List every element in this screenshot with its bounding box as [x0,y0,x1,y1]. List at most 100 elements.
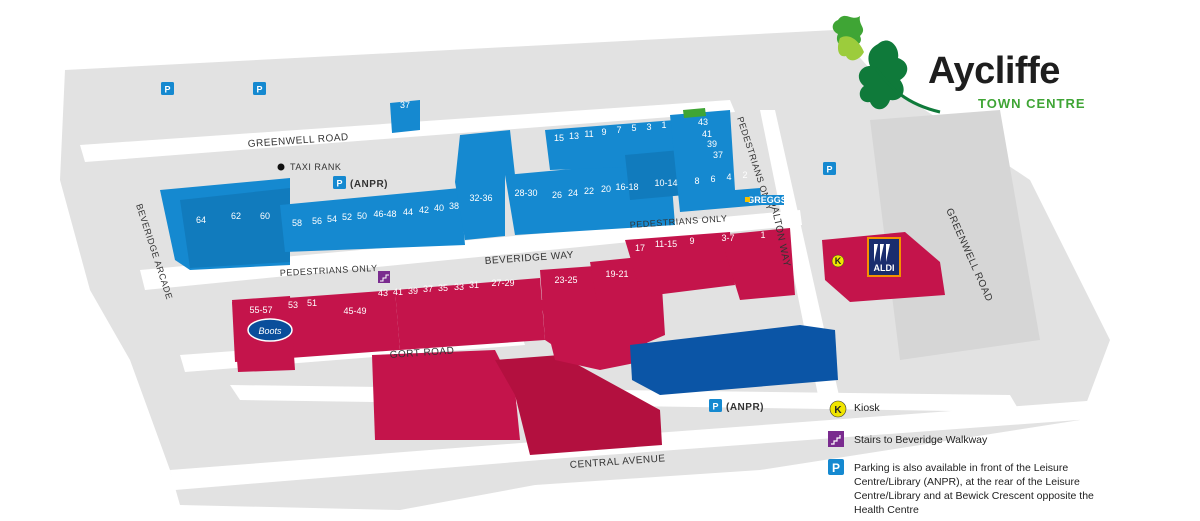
unit-label: 43 [378,288,388,298]
unit-label: 41 [702,129,712,139]
unit-label: 23-25 [554,275,577,285]
unit-label: 9 [689,236,694,246]
unit-label: 11 [584,129,593,139]
stairs-icon [378,271,390,283]
taxi-rank-icon [277,163,285,171]
unit-label: 53 [288,300,298,310]
blue-unit-labels: 37 64 62 60 58 56 54 52 50 46-48 44 42 4… [196,100,748,228]
green-roof-unit [683,108,706,118]
unit-label: 9 [601,127,606,137]
unit-label: 5 [631,123,636,133]
unit-label: 41 [393,287,403,297]
parking-sign-anpr-bottom: P (ANPR) [709,399,764,413]
greggs-label: GREGGS [747,195,787,205]
blue-units-block [160,100,762,270]
greggs-icon [745,197,750,202]
parking-sign-anpr-top: P (ANPR) [333,176,388,190]
unit-label: 20 [601,184,611,194]
svg-text:(ANPR): (ANPR) [726,402,764,413]
unit-label: 39 [408,286,418,296]
logo-subtitle: TOWN CENTRE [978,96,1086,111]
unit-label: 60 [260,211,270,221]
unit-label: 50 [357,211,367,221]
unit-label: 46-48 [373,209,396,219]
red-units-block [232,228,795,455]
gort-road-label: GORT ROAD [389,346,454,361]
unit-label: 37 [713,150,723,160]
red-unit-labels: 55-57 53 51 45-49 43 41 39 37 35 33 31 2… [249,230,765,316]
unit-label: 19-21 [605,269,628,279]
unit-label: 44 [403,207,413,217]
unit-label: 55-57 [249,305,272,315]
unit-label: 13 [569,131,579,141]
svg-text:(ANPR): (ANPR) [350,179,388,190]
kiosk-icon [831,254,845,268]
boots-logo-icon [247,318,293,342]
aldi-car-park [870,110,1040,360]
unit-label: 2 [742,170,747,180]
beveridge-way-strip [140,210,802,290]
unit-label: 62 [231,211,241,221]
unit-label: 24 [568,188,578,198]
unit-label: 27-29 [491,278,514,288]
unit-label: 1 [760,230,765,240]
unit-label: 3-7 [721,233,734,243]
legend-stairs-text: Stairs to Beveridge Walkway [854,434,988,446]
unit-label: 52 [342,212,352,222]
unit-label: 54 [327,214,337,224]
unit-label: 1 [661,120,666,130]
oak-leaf-icon [832,15,941,114]
parking-sign: P [823,162,836,175]
unit-label: 22 [584,186,594,196]
unit-label: 45-49 [343,306,366,316]
aldi-label: ALDI [874,263,895,273]
unit-label: 17 [635,243,645,253]
unit-label: 64 [196,215,206,225]
svg-text:K: K [834,405,842,416]
unit-label: 32-36 [469,193,492,203]
unit-label: 16-18 [615,182,638,192]
svg-text:P: P [832,461,840,475]
legend-kiosk-text: Kiosk [854,402,880,414]
unit-label: 39 [707,139,717,149]
svg-text:P: P [256,85,262,95]
unit-label: 56 [312,216,322,226]
parking-legend-icon: P [828,459,844,475]
unit-label: 33 [454,282,464,292]
leisure-centre-building [630,325,838,395]
unit-label: 43 [698,117,708,127]
aycliffe-logo: Aycliffe TOWN CENTRE [820,8,1140,128]
legend-parking-text: Parking is also available in front of th… [854,462,1094,516]
unit-label: 37 [423,284,433,294]
unit-label: 11-15 [655,239,677,249]
parking-sign: P [161,82,174,95]
boots-label: Boots [258,326,282,336]
svg-text:P: P [712,402,718,412]
taxi-rank-label: TAXI RANK [290,162,341,172]
unit-label: 37 [400,100,410,110]
unit-label: 8 [694,176,699,186]
unit-label: 15 [554,133,564,143]
stairs-legend-icon [828,431,844,447]
greggs-sign [742,195,784,205]
unit-label: 42 [419,205,429,215]
unit-label: 7 [616,125,621,135]
unit-label: 35 [438,283,448,293]
unit-label: 40 [434,203,444,213]
unit-label: 6 [710,174,715,184]
unit-label: 51 [307,298,317,308]
logo-name: Aycliffe [928,50,1060,92]
unit-label: 31 [469,280,479,290]
unit-label: 38 [449,201,459,211]
svg-text:P: P [164,85,170,95]
svg-text:K: K [835,256,842,266]
aldi-logo-icon [867,237,901,277]
unit-label: 4 [726,172,731,182]
kiosk-legend-icon: K [829,400,847,418]
unit-label: 58 [292,218,302,228]
unit-label: 3 [646,122,651,132]
svg-text:P: P [336,179,342,189]
unit-label: 28-30 [514,188,537,198]
unit-label: 26 [552,190,562,200]
